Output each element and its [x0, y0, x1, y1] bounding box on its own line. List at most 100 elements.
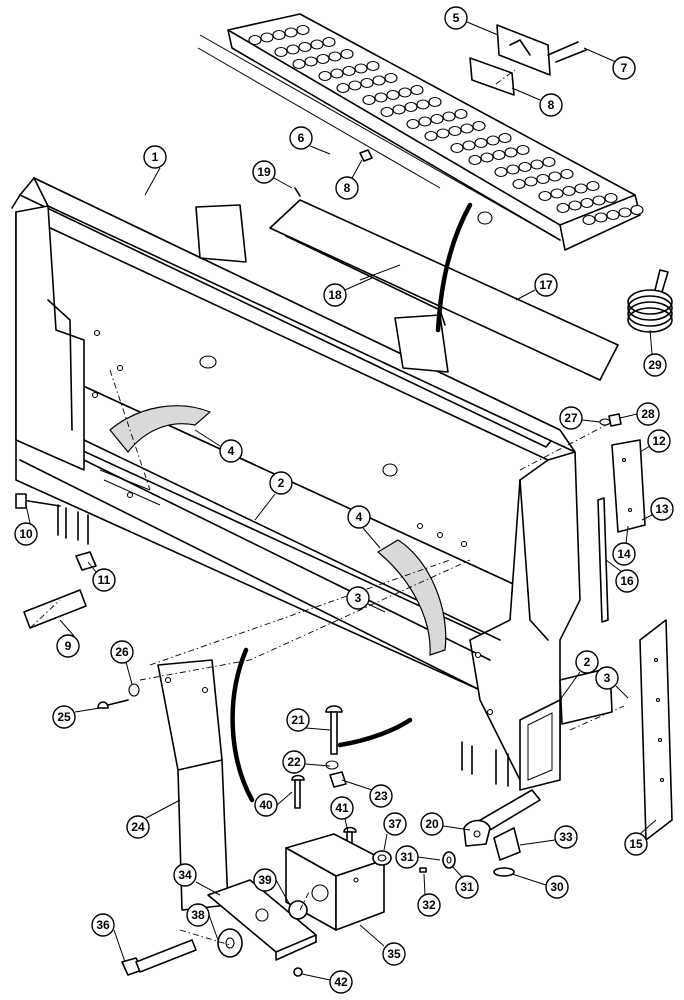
callout-25: 25	[52, 705, 76, 729]
svg-text:4: 4	[356, 510, 363, 524]
callout-8: 8	[539, 93, 563, 117]
svg-text:22: 22	[287, 755, 301, 769]
callout-11: 11	[92, 568, 116, 592]
perforation-hole	[392, 104, 406, 115]
plate-34	[207, 879, 317, 961]
perforation-hole	[298, 41, 312, 53]
perforation-hole	[360, 77, 374, 89]
svg-text:34: 34	[178, 868, 192, 882]
assembly-lines	[29, 69, 625, 946]
carriage-bolt-21	[325, 705, 347, 788]
assembly-arrow-21	[337, 717, 413, 748]
svg-text:19: 19	[257, 165, 271, 179]
perforation-hole	[330, 68, 344, 79]
leader-line	[144, 167, 161, 196]
perforation-hole	[630, 204, 644, 216]
curved-deflectors	[109, 405, 447, 656]
perforation-hole	[342, 65, 356, 77]
callout-35: 35	[382, 942, 406, 966]
callout-2: 2	[575, 650, 599, 674]
leader-line	[359, 924, 385, 947]
perforation-hole	[430, 113, 444, 125]
lever-assembly-20	[419, 789, 541, 877]
perforation-hole	[286, 44, 300, 55]
callout-32: 32	[417, 893, 441, 917]
perforation-hole	[460, 123, 474, 134]
svg-text:35: 35	[387, 947, 401, 961]
leader-line	[304, 763, 331, 767]
assembly-arrow-6	[435, 202, 473, 333]
perforation-hole	[384, 72, 398, 84]
perforation-hole	[560, 168, 574, 180]
svg-text:36: 36	[96, 918, 110, 932]
callout-4: 4	[347, 505, 371, 529]
perforation-hole	[580, 197, 594, 209]
perforation-hole	[442, 111, 456, 122]
callout-13: 13	[650, 497, 674, 521]
callout-28: 28	[636, 402, 660, 426]
svg-text:41: 41	[335, 801, 349, 815]
leader-line	[344, 277, 373, 291]
leader-line	[649, 329, 653, 355]
callout-26: 26	[110, 640, 134, 664]
svg-text:20: 20	[425, 817, 439, 831]
main-frame-part	[11, 177, 581, 791]
leader-lines	[25, 21, 657, 981]
svg-text:1: 1	[152, 150, 159, 164]
perforation-hole	[418, 116, 432, 127]
perforation-hole	[592, 195, 606, 206]
leader-line	[619, 413, 638, 419]
leader-line	[309, 145, 331, 155]
callout-30: 30	[545, 875, 569, 899]
leader-line	[451, 865, 463, 878]
perforation-hole	[480, 152, 494, 163]
perforation-hole	[318, 70, 332, 82]
callout-20: 20	[420, 812, 444, 836]
svg-text:28: 28	[641, 407, 655, 421]
leader-line	[145, 799, 181, 819]
perforation-hole	[556, 202, 570, 214]
perforation-hole	[568, 200, 582, 211]
svg-text:25: 25	[57, 710, 71, 724]
svg-text:29: 29	[648, 358, 662, 372]
perforation-hole	[406, 118, 420, 130]
perforated-step-plate	[197, 13, 644, 251]
callout-16: 16	[615, 569, 639, 593]
perforation-hole	[436, 128, 450, 139]
perforation-hole	[518, 161, 532, 173]
leader-line	[87, 561, 97, 573]
svg-text:32: 32	[422, 898, 436, 912]
perforation-hole	[272, 29, 286, 41]
perforation-hole	[274, 46, 288, 58]
callout-31: 31	[455, 875, 479, 899]
leader-line	[417, 856, 441, 861]
callout-17: 17	[534, 273, 558, 297]
leader-line	[362, 527, 381, 549]
svg-text:42: 42	[334, 975, 348, 989]
perforation-hole	[416, 99, 430, 110]
leader-line	[639, 819, 657, 835]
perforation-hole	[310, 39, 324, 50]
leader-line	[344, 818, 349, 833]
callout-29: 29	[643, 353, 667, 377]
perforation-hole	[448, 125, 462, 137]
plate-part-9	[23, 589, 87, 629]
perforation-hole	[348, 80, 362, 91]
callout-19: 19	[252, 160, 276, 184]
leader-line	[639, 445, 651, 453]
perforation-hole	[322, 36, 336, 48]
assembly-arrow-24	[230, 647, 255, 803]
perforation-hole	[498, 132, 512, 144]
perforation-hole	[248, 34, 262, 46]
svg-text:38: 38	[191, 908, 205, 922]
nut-washer-27-28	[599, 413, 622, 427]
perforation-hole	[454, 108, 468, 120]
svg-text:31: 31	[460, 880, 474, 894]
screw-19	[294, 187, 301, 197]
perforation-hole	[284, 27, 298, 38]
perforation-hole	[260, 32, 274, 43]
perforation-hole	[296, 24, 310, 36]
leader-line	[25, 504, 31, 524]
screws-7	[547, 41, 587, 63]
perforation-hole	[336, 82, 350, 94]
